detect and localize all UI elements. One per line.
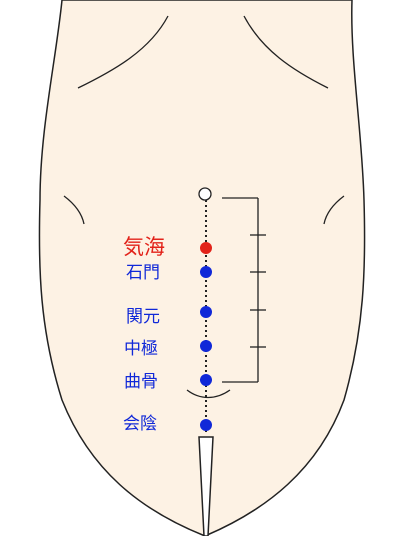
left-rib-line — [77, 15, 169, 89]
acupoint-dot — [200, 242, 212, 254]
left-hip-crease — [63, 195, 85, 225]
acupoint-label: 石門 — [126, 263, 160, 283]
pubic-curve — [186, 389, 231, 399]
acupoint-dot — [200, 266, 212, 278]
measurement-bracket — [222, 197, 266, 383]
acupoint-label: 会陰 — [123, 414, 157, 434]
acupoint-dot — [200, 306, 212, 318]
acupoint-dot — [200, 340, 212, 352]
acupoint-label: 関元 — [126, 307, 160, 327]
acupoint-label: 気海 — [123, 235, 165, 259]
acupoint-label: 曲骨 — [124, 372, 158, 392]
acupoint-dot — [200, 419, 212, 431]
acupoint-dot — [200, 374, 212, 386]
navel-marker — [198, 187, 212, 201]
right-hip-crease — [323, 195, 345, 225]
acupoint-markers — [200, 242, 212, 431]
right-rib-line — [243, 15, 329, 89]
acupoint-label: 中極 — [124, 339, 158, 359]
